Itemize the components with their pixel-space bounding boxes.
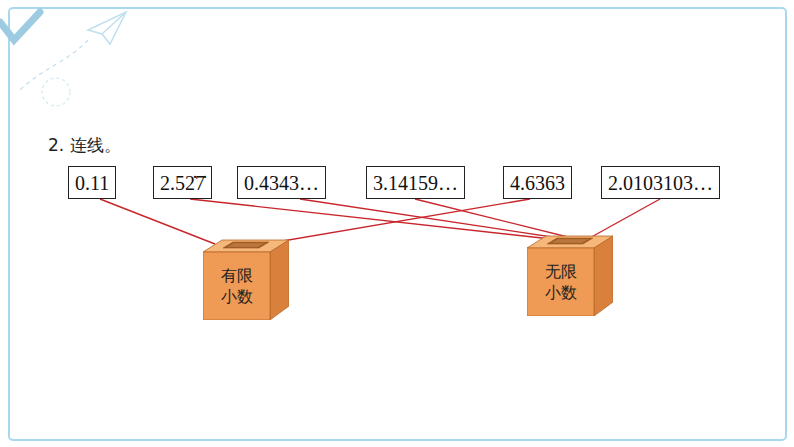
match-line <box>586 199 660 240</box>
paper-plane <box>88 12 126 44</box>
match-line <box>190 199 560 240</box>
decimal-number: 0.11 <box>75 172 109 194</box>
decimal-number: 3.14159… <box>373 172 458 194</box>
box-face <box>227 243 265 247</box>
category-box: 无限 小数 <box>527 234 613 316</box>
box-face <box>594 236 613 316</box>
frame <box>9 8 786 440</box>
match-line <box>300 199 572 240</box>
number-box: 2.52̇7̇ <box>153 166 212 199</box>
box-face <box>203 252 270 320</box>
category-label: 有限 小数 <box>219 265 254 307</box>
category-label: 无限 小数 <box>543 261 578 303</box>
box-face <box>223 242 269 248</box>
box-face <box>527 248 594 316</box>
number-box: 4.6363 <box>503 166 572 199</box>
decimal-number: 0.4343… <box>244 172 319 194</box>
box-label-area: 无限 小数 <box>527 248 594 316</box>
decimal-number: 2.0103103… <box>608 172 713 194</box>
number-box: 2.0103103… <box>601 166 720 199</box>
check-mark <box>0 12 40 40</box>
box-label-area: 有限 小数 <box>203 252 270 320</box>
number-box: 0.4343… <box>237 166 326 199</box>
exercise-title: 2. 连线。 <box>48 134 121 157</box>
box-face <box>551 239 589 243</box>
number-box: 3.14159… <box>366 166 465 199</box>
decimal-number: 4.6363 <box>510 172 565 194</box>
plane-trail <box>20 40 88 90</box>
decimal-number: 2.52̇7̇ <box>160 172 205 194</box>
number-box: 0.11 <box>68 166 116 199</box>
match-line <box>100 199 215 244</box>
box-face <box>547 238 593 244</box>
box-face <box>270 240 289 320</box>
match-line <box>265 199 530 244</box>
category-box: 有限 小数 <box>203 238 289 320</box>
trail-loop <box>42 78 70 106</box>
